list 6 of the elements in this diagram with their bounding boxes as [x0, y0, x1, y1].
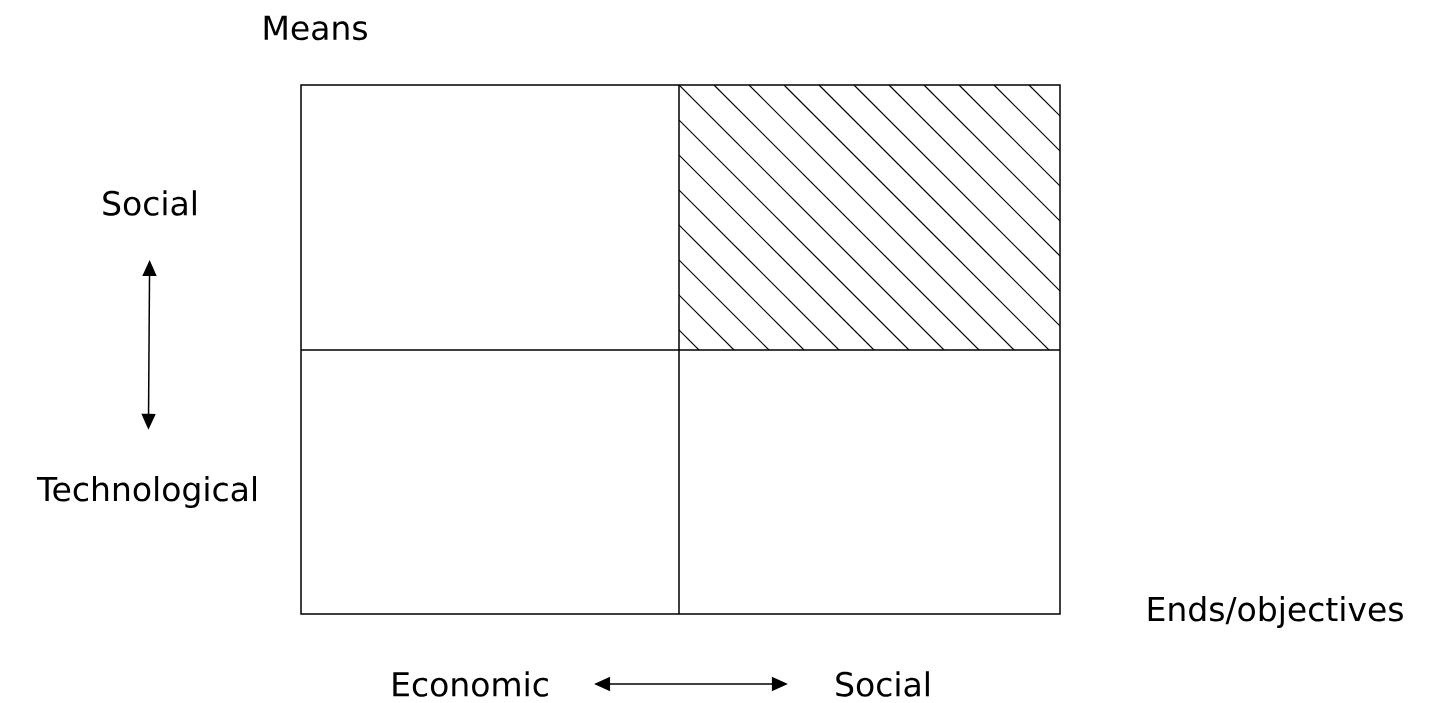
axis-title: Means: [264, 15, 367, 41]
axis-label: Economic: [393, 671, 548, 697]
axis-title: Ends/objectives: [1148, 596, 1403, 628]
axis-label: Technological: [36, 476, 256, 508]
axis-label: Social: [103, 190, 196, 216]
axis-label: Social: [836, 671, 929, 697]
